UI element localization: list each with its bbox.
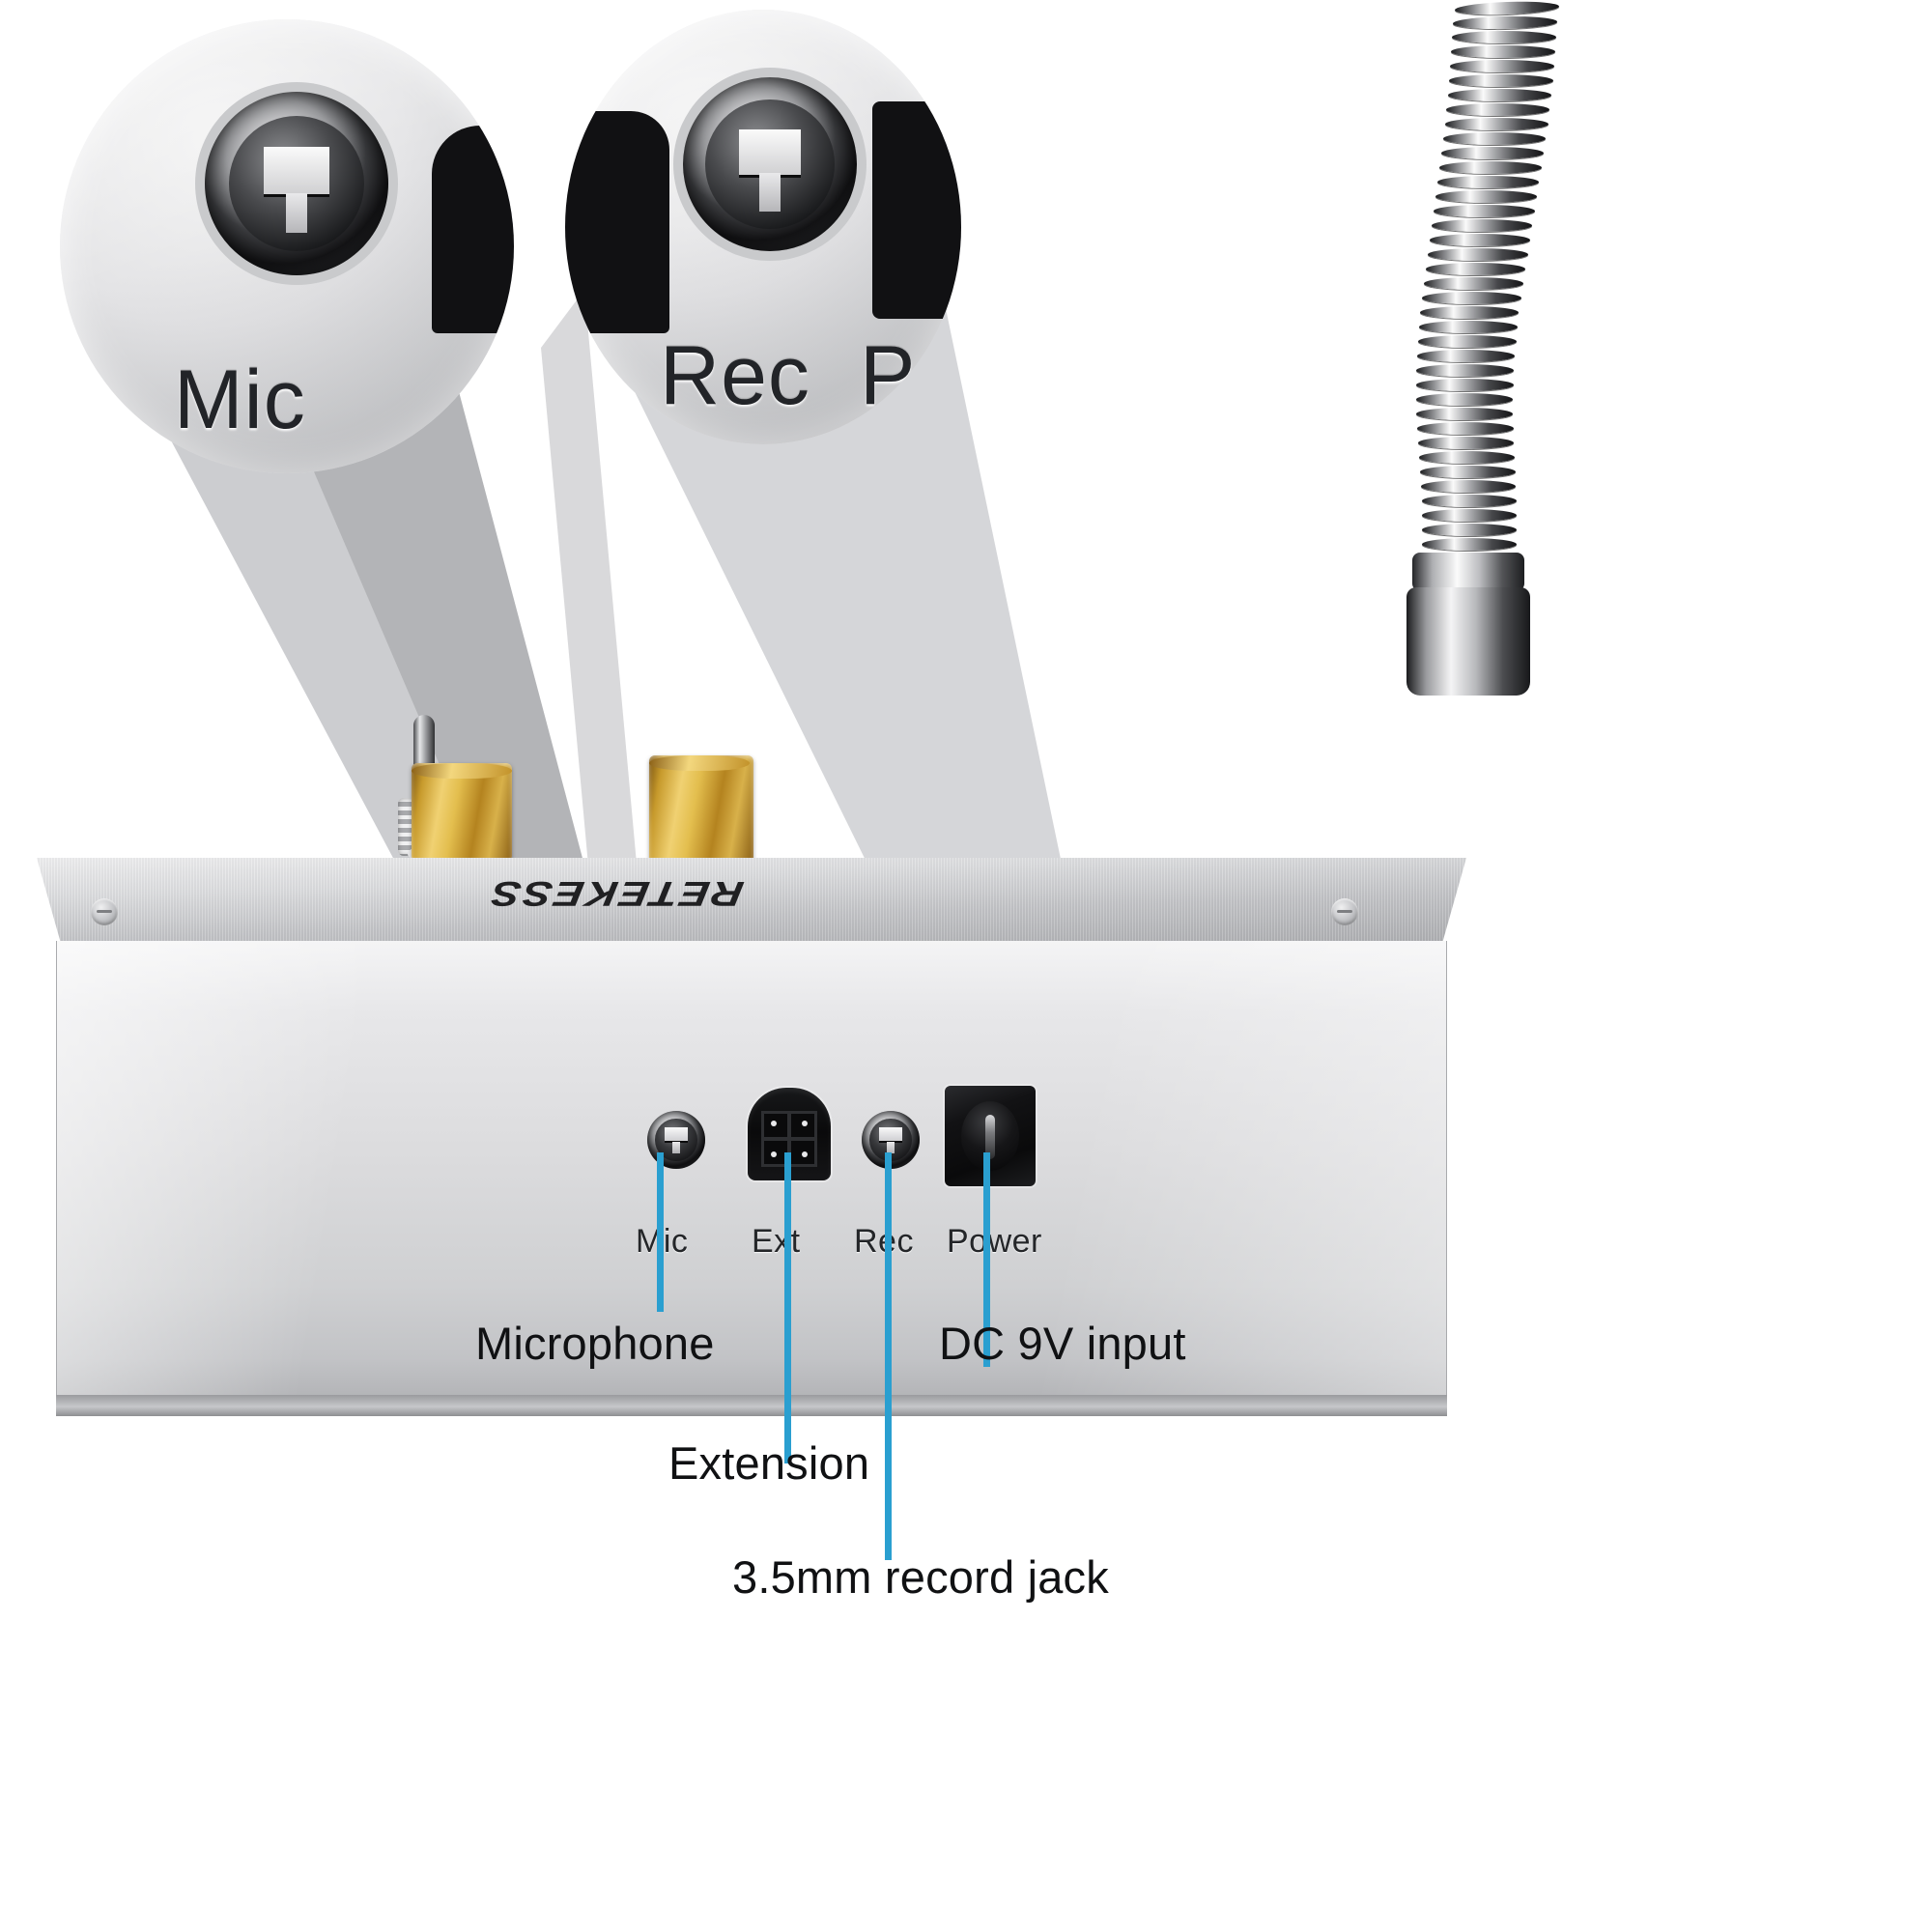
brushed-texture [37,858,1466,946]
gooseneck-collar [1412,553,1524,591]
device-top-plate: RETEKESS [37,858,1466,947]
jack-slot [665,1126,688,1142]
device-bottom-edge [56,1395,1447,1416]
magnified-power-port-edge [872,101,961,319]
jack-slot [879,1126,902,1142]
caption-dc-input: DC 9V input [939,1318,1186,1369]
magnified-rec-jack-icon [683,77,857,251]
brand-logo-text: RETEKESS [486,874,747,914]
brand-logo: RETEKESS [486,873,746,914]
leader-line-microphone [657,1152,664,1312]
jack-stem [672,1142,680,1154]
gooseneck-microphone [1391,0,1560,696]
mic-port[interactable] [647,1111,705,1169]
screw-right [1331,898,1358,925]
caption-extension: Extension [668,1437,870,1489]
jack-stem [887,1142,895,1154]
caption-microphone: Microphone [475,1318,715,1369]
rca-rim [412,763,512,779]
magnified-rec-label: Rec [660,329,810,422]
port-label-ext: Ext [752,1223,801,1260]
leader-line-extension [784,1152,791,1463]
screw-left [91,898,118,925]
jack-slot [738,129,802,175]
jack-slot [263,147,330,195]
device-front-face [56,941,1447,1395]
ext-port[interactable] [748,1088,831,1180]
magnified-mic-jack-icon [205,92,388,275]
port-label-rec: Rec [854,1223,914,1260]
magnified-ext-port-left-edge [565,111,669,333]
magnified-power-label-partial: P [860,329,917,422]
power-port[interactable] [945,1086,1036,1186]
rca-rim [649,755,750,771]
leader-line-record-jack [885,1152,892,1560]
rca-jack-left[interactable] [412,763,512,860]
leader-line-dc-input [983,1152,990,1367]
jack-stem [285,192,308,234]
magnified-mic-label: Mic [174,354,306,446]
magnified-ext-port-edge [432,126,514,333]
dc-center-pin [985,1115,995,1159]
rec-magnifier: Rec P [565,10,961,444]
mic-magnifier: Mic [60,19,514,473]
port-label-power: Power [947,1223,1042,1260]
jack-stem [759,173,781,212]
caption-record-jack: 3.5mm record jack [732,1551,1109,1603]
rca-jack-right[interactable] [649,755,753,862]
intercom-device-body: RETEKESS [37,858,1466,1418]
gooseneck-base [1406,587,1530,696]
